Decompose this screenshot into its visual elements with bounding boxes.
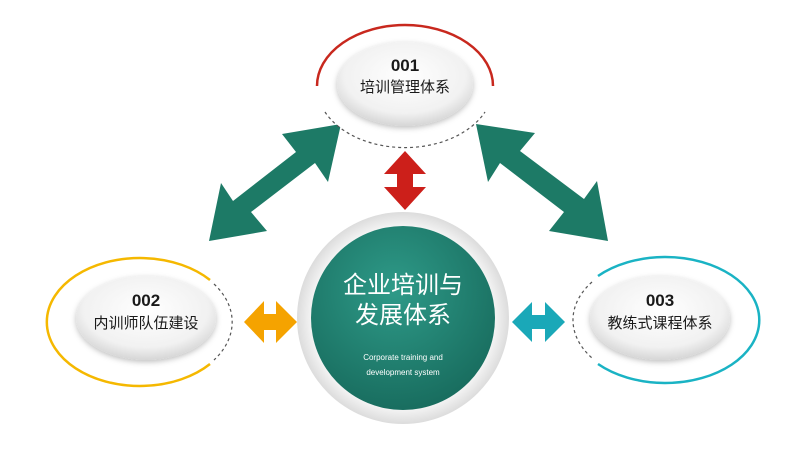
center-subtitle-line2: development system <box>366 368 440 377</box>
node-ring-right-solid <box>597 255 761 385</box>
node-ring-top-dashed <box>324 111 486 149</box>
node-pill-right <box>590 276 730 360</box>
node-right-number: 003 <box>645 291 675 310</box>
center-title-line1: 企业培训与 <box>343 271 463 299</box>
double-arrow-vertical <box>384 151 426 210</box>
node-pill-left <box>76 276 216 360</box>
node-top-number: 001 <box>390 56 420 75</box>
node-pill-top <box>337 42 473 126</box>
node-left-label: 内训师队伍建设 <box>93 314 199 332</box>
node-top-label: 培训管理体系 <box>359 78 450 96</box>
center-subtitle: Corporate training and development syste… <box>318 350 488 380</box>
center-circle <box>311 226 495 410</box>
double-arrow-top-right <box>476 124 608 241</box>
node-ring-left-dashed <box>213 283 233 361</box>
center-title-line2: 发展体系 <box>355 301 451 329</box>
node-left-number: 002 <box>131 291 161 310</box>
center-title: 企业培训与 发展体系 <box>318 270 488 330</box>
double-arrow-top-left <box>209 124 341 241</box>
double-arrow-left <box>244 301 297 343</box>
node-ring-left-solid <box>45 256 211 388</box>
center-subtitle-line1: Corporate training and <box>363 353 443 362</box>
node-ring-top-solid <box>315 23 495 87</box>
node-right-label: 教练式课程体系 <box>607 314 713 332</box>
double-arrow-right <box>512 302 565 342</box>
node-ring-right-dashed <box>572 281 593 359</box>
